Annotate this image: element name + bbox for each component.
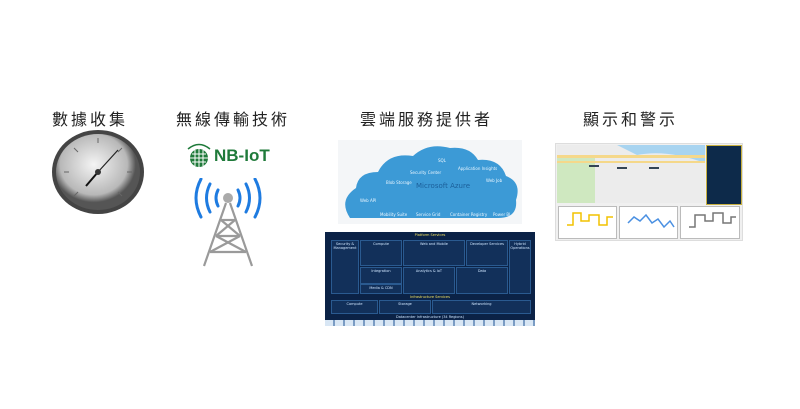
map-view — [557, 145, 705, 203]
group-label: Web and Mobile — [420, 242, 448, 246]
title-cloud-provider: 雲端服務提供者 — [360, 110, 494, 129]
infra-label: Compute — [346, 302, 363, 306]
cloud-service: SQL — [438, 158, 446, 163]
nbiot-text: NB-IoT — [214, 146, 270, 165]
cloud-service: Web API — [360, 198, 377, 203]
cloud-service: Security Center — [410, 170, 442, 175]
title-data-collection: 數據收集 — [52, 110, 129, 129]
group-label: Hybrid Operations — [510, 242, 530, 250]
group-label: Integration — [371, 269, 391, 273]
nbiot-logo: NB-IoT — [184, 142, 284, 168]
datacenter-label: Datacenter Infrastructure (34 Regions) — [396, 315, 464, 319]
cloud-service: Web Job — [486, 178, 503, 183]
chart-panel-blue — [619, 206, 678, 239]
cloud-service: Application Insights — [458, 166, 498, 171]
group-label: Compute — [373, 242, 389, 246]
group-label: Data — [477, 269, 487, 273]
cloud-shape — [345, 146, 518, 218]
title-display-alert: 顯示和警示 — [583, 110, 679, 129]
cloud-service: Container Registry — [450, 212, 488, 217]
dashboard-image — [555, 143, 743, 241]
region-strip — [325, 320, 535, 326]
cloud-service: Blob Storage — [386, 180, 412, 185]
azure-services-diagram: Platform Services Security & Management … — [325, 232, 535, 326]
data-table-panel — [706, 145, 742, 205]
group-label: Media & CDN — [369, 286, 393, 290]
cloud-service: Mobility Suite — [380, 212, 408, 217]
azure-cloud-image: Microsoft Azure SQL Application Insights… — [338, 140, 522, 224]
chart-panel-gray — [680, 206, 740, 239]
cloud-brand: Microsoft Azure — [416, 182, 471, 190]
antenna-tower-icon — [194, 178, 262, 267]
infra-label: Storage — [398, 302, 412, 306]
infra-label: Networking — [471, 302, 492, 306]
cloud-service: Power BI — [493, 212, 511, 217]
group-label: Security & Management — [333, 242, 357, 250]
cloud-service: Service Grid — [416, 212, 441, 217]
group-label: Developer Services — [470, 242, 504, 246]
chart-panel-yellow — [558, 206, 617, 239]
platform-services-label: Platform Services — [414, 233, 446, 237]
infrastructure-label: Infrastructure Services — [410, 295, 450, 299]
group-label: Analytics & IoT — [415, 269, 443, 273]
title-wireless-transmission: 無線傳輸技術 — [176, 110, 291, 129]
gauge-icon — [52, 130, 144, 214]
globe-icon — [187, 143, 211, 167]
